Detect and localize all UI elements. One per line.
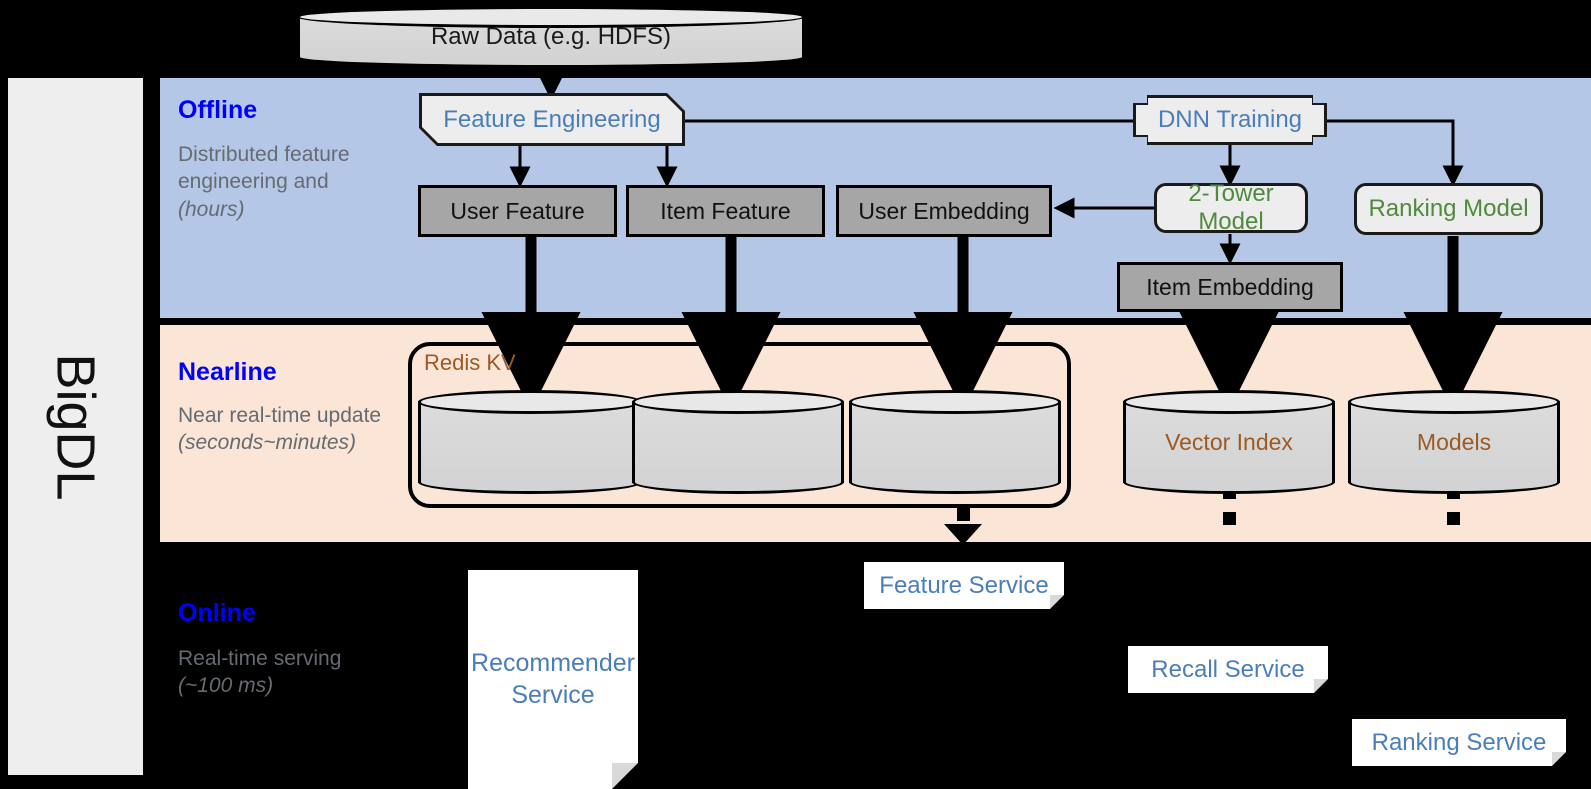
feature-service-node[interactable]: Feature Service: [864, 562, 1064, 609]
cylinder-top: [849, 390, 1061, 414]
user-embedding-store[interactable]: [849, 390, 1061, 494]
nearline-title: Nearline: [178, 358, 277, 386]
cylinder-body: [849, 401, 1061, 483]
user-embedding-node[interactable]: User Embedding: [836, 185, 1052, 237]
ranking-service-label: Ranking Service: [1371, 728, 1547, 756]
online-description-italic: (~100 ms): [178, 674, 274, 698]
vector-index-store[interactable]: Vector Index: [1123, 390, 1335, 494]
dnn-training-label: DNN Training: [1136, 98, 1324, 142]
recall-service-label: Recall Service: [1151, 655, 1305, 683]
feature-service-label: Feature Service: [879, 571, 1049, 599]
cylinder-body: [418, 401, 642, 483]
nearline-description-text: Near real-time update: [178, 404, 382, 427]
bigdl-rail-label: BigDL: [8, 78, 143, 775]
bigdl-rail-text: BigDL: [45, 352, 106, 501]
user-feature-node[interactable]: User Feature: [418, 185, 617, 237]
cylinder-top: [297, 6, 805, 28]
raw-data-label: Raw Data (e.g. HDFS): [430, 23, 672, 50]
recommender-service-node[interactable]: Recommender Service: [468, 570, 638, 789]
bigdl-rail: BigDL: [8, 78, 143, 775]
models-label: Models: [1416, 428, 1492, 455]
offline-description: Distributed feature engineering and (hou…: [178, 141, 393, 223]
page-fold-icon: [612, 763, 638, 789]
page-fold-icon: [1314, 679, 1328, 693]
redis-kv-label: Redis KV: [424, 350, 516, 375]
dnn-training-node[interactable]: DNN Training: [1133, 95, 1327, 145]
raw-data-store[interactable]: Raw Data (e.g. HDFS): [297, 6, 805, 68]
page-fold-icon: [1050, 595, 1064, 609]
item-feature-node[interactable]: Item Feature: [626, 185, 825, 237]
cylinder-top: [418, 390, 642, 414]
cylinder-body: [1348, 401, 1560, 483]
models-store[interactable]: Models: [1348, 390, 1560, 494]
online-description-text: Real-time serving: [178, 647, 342, 670]
recommender-service-label: Recommender Service: [471, 649, 635, 709]
cylinder-body: [1123, 401, 1335, 483]
cylinder-top: [1123, 390, 1335, 414]
feature-engineering-label: Feature Engineering: [422, 96, 682, 143]
user-feature-store[interactable]: [418, 390, 642, 494]
cylinder-top: [1348, 390, 1560, 414]
online-title: Online: [178, 599, 256, 627]
offline-description-italic: (hours): [178, 197, 245, 221]
recall-service-node[interactable]: Recall Service: [1128, 646, 1328, 693]
vector-index-label: Vector Index: [1165, 428, 1293, 455]
redis-kv-container: [408, 342, 1071, 508]
page-fold-icon: [1552, 752, 1566, 766]
nearline-description-italic: (seconds~minutes): [178, 431, 356, 455]
ranking-model-node[interactable]: Ranking Model: [1354, 183, 1543, 235]
ranking-service-node[interactable]: Ranking Service: [1352, 719, 1566, 766]
offline-title: Offline: [178, 96, 258, 124]
feature-engineering-node[interactable]: Feature Engineering: [419, 93, 685, 146]
cylinder-body: [632, 401, 844, 483]
two-tower-model-node[interactable]: 2-Tower Model: [1154, 180, 1308, 235]
nearline-description: Near real-time update (seconds~minutes): [178, 402, 393, 457]
online-description: Real-time serving (~100 ms): [178, 645, 393, 700]
cylinder-top: [632, 390, 844, 414]
item-feature-store[interactable]: [632, 390, 844, 494]
offline-description-text: Distributed feature engineering and: [178, 143, 350, 194]
item-embedding-node[interactable]: Item Embedding: [1117, 262, 1343, 312]
